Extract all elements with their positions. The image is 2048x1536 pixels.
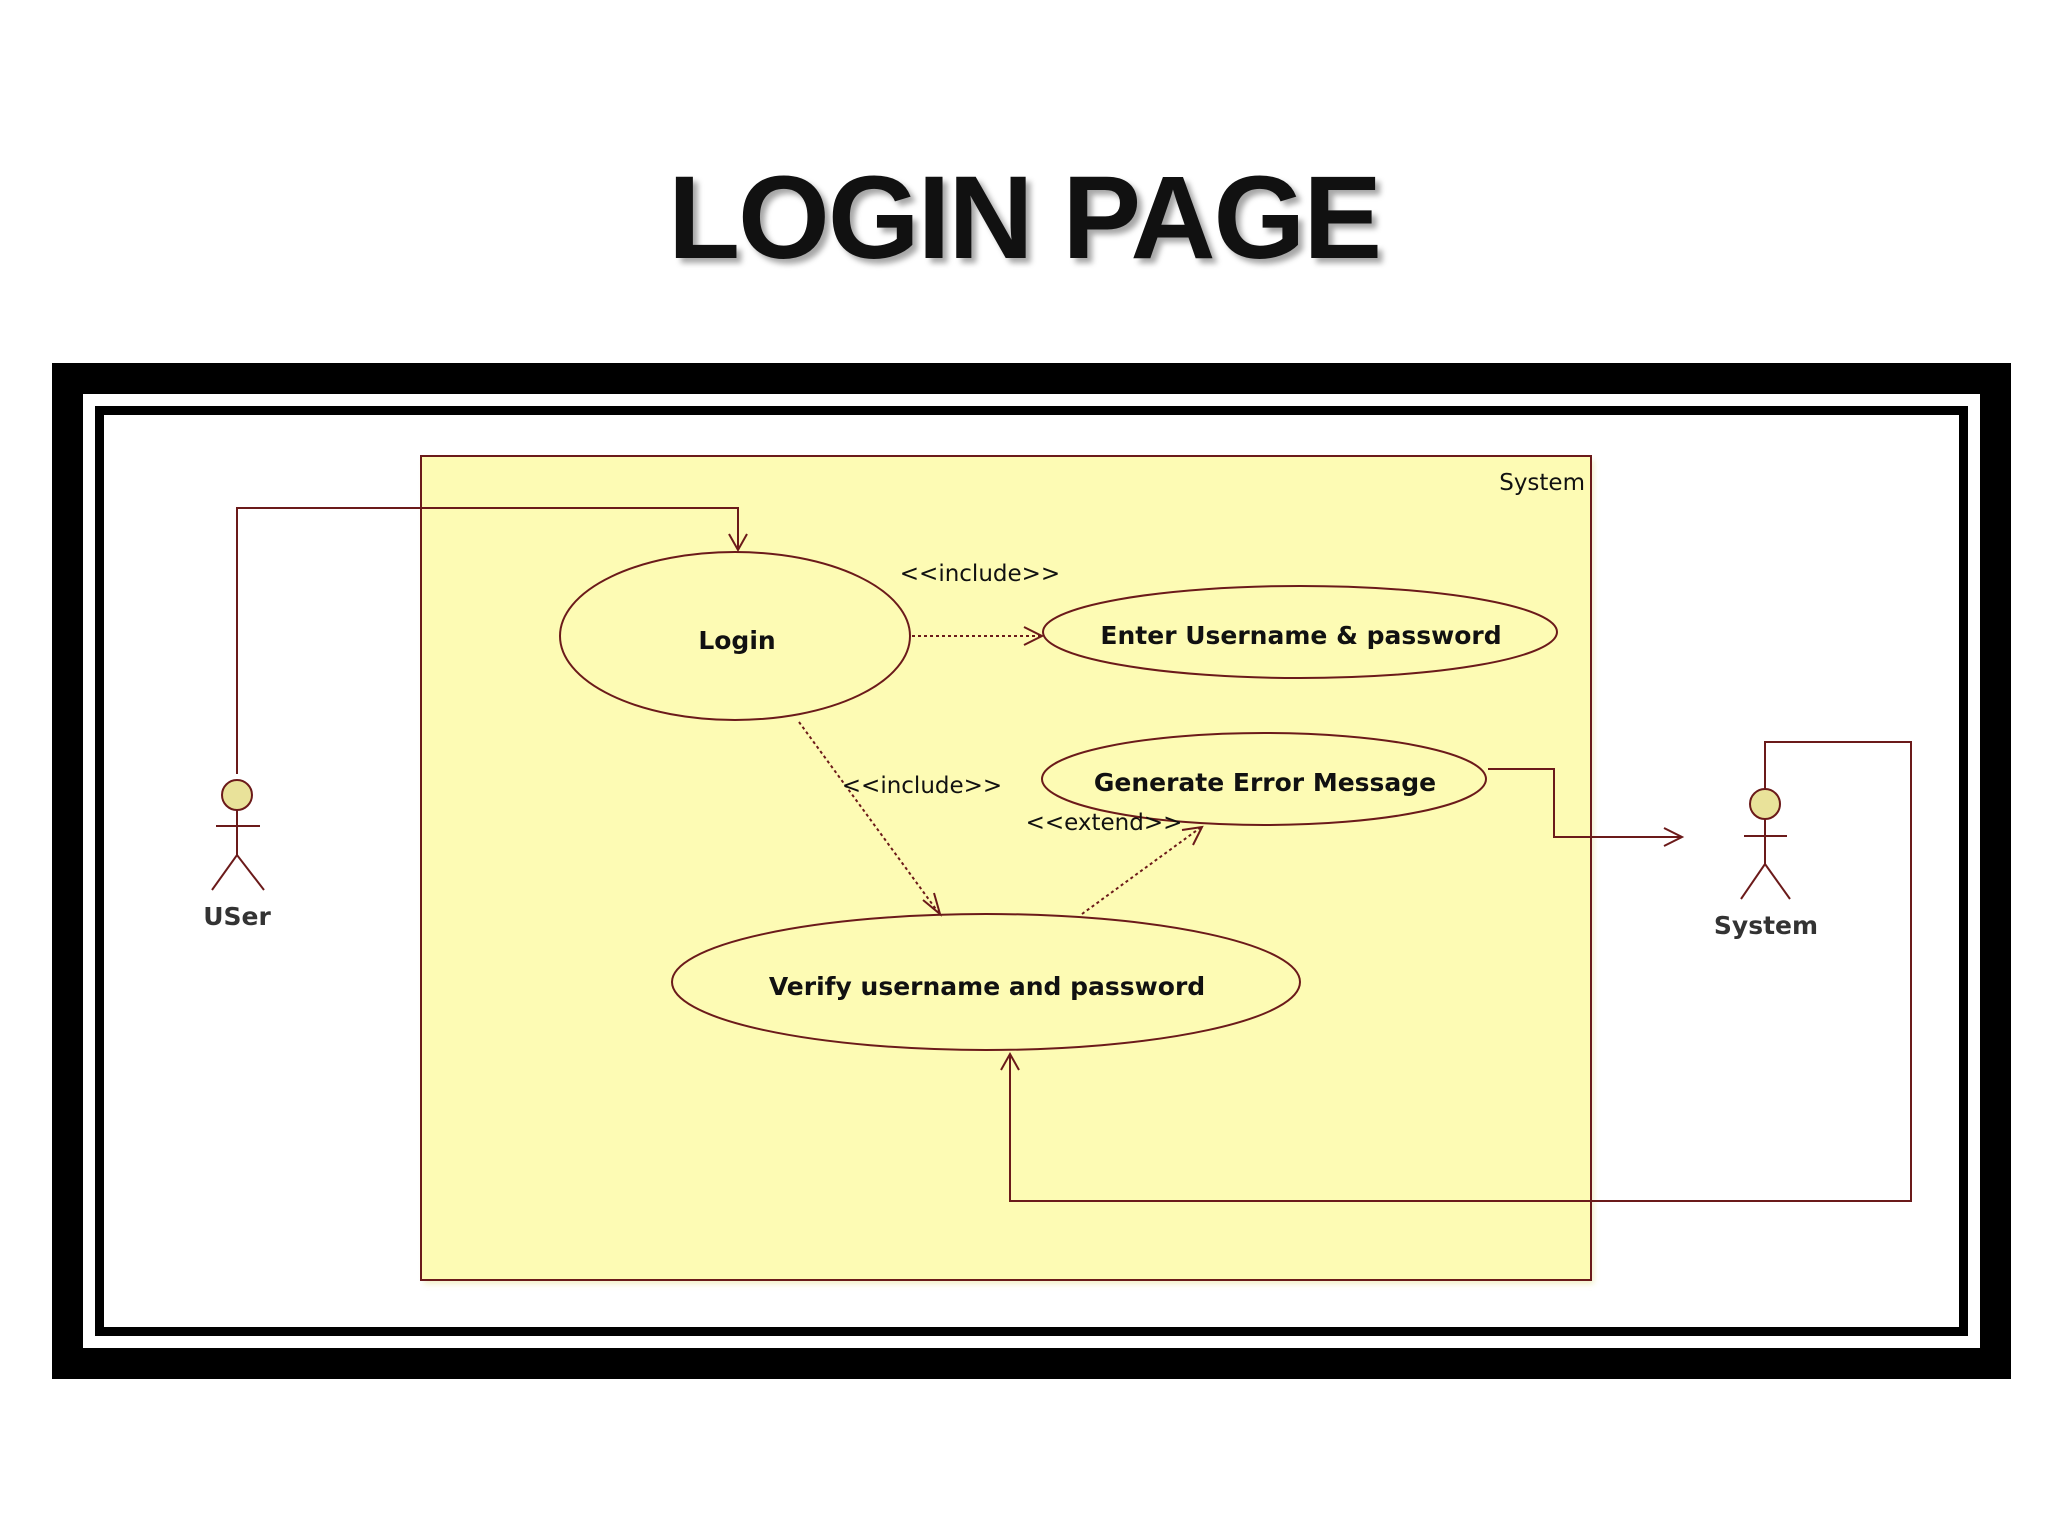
user-actor-legs	[211, 853, 265, 891]
extend-edge	[1081, 827, 1201, 915]
use-case-verify-label: Verify username and password	[769, 972, 1205, 1001]
system-actor: System	[1714, 788, 1818, 940]
use-case-generate-error	[1041, 732, 1487, 826]
user-actor-label: USer	[203, 902, 271, 931]
include-label-2: <<include>>	[842, 773, 1002, 799]
user-actor-head	[221, 779, 253, 811]
page-title: LOGIN PAGE	[667, 152, 1382, 284]
system-to-verify-arrowhead	[1000, 1051, 1020, 1071]
use-case-login-label: Login	[698, 626, 775, 655]
system-actor-head	[1749, 788, 1781, 820]
use-case-verify	[671, 913, 1301, 1051]
extend-label: <<extend>>	[1026, 810, 1183, 836]
system-boundary-label: System	[1499, 470, 1585, 496]
system-actor-legs	[1740, 862, 1791, 900]
use-case-enter-credentials	[1042, 585, 1558, 679]
error-to-system-arrowhead	[1663, 827, 1685, 847]
use-case-login	[559, 551, 911, 721]
include-edge-2-arrowhead	[922, 892, 942, 917]
system-to-verify-association	[1009, 741, 1912, 1202]
user-login-association	[236, 507, 739, 774]
user-login-arrowhead	[728, 533, 748, 553]
include-label-1: <<include>>	[900, 561, 1060, 587]
user-actor: USer	[203, 779, 271, 931]
use-case-generate-error-label: Generate Error Message	[1094, 768, 1436, 797]
system-actor-label: System	[1714, 911, 1818, 940]
use-case-enter-credentials-label: Enter Username & password	[1100, 621, 1501, 650]
error-to-system-association	[1488, 768, 1680, 838]
include-edge-1-arrowhead	[1023, 626, 1045, 646]
extend-edge-arrowhead	[1181, 825, 1204, 846]
